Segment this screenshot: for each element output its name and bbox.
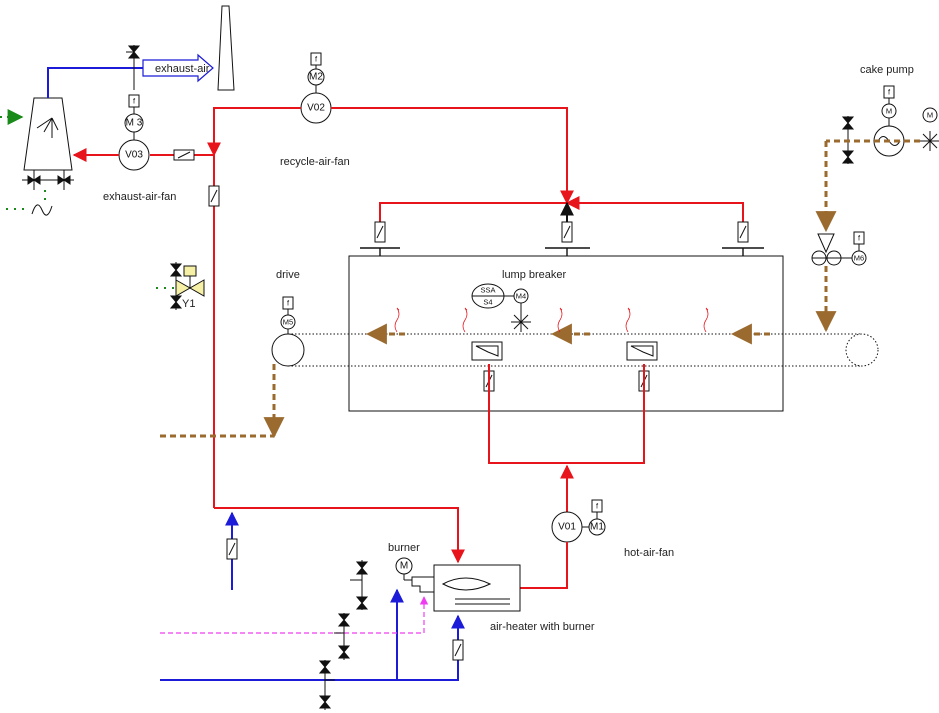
air-heater[interactable] [433,564,521,612]
air-heater-label: air-heater with burner [490,621,595,633]
solenoid-valve-y1[interactable]: Y1 [175,265,205,310]
s4-tag: S4 [483,298,492,307]
hot-air-fan-motor-tag: M1 [590,522,604,533]
speed-sensor-s4: SSA S4 [471,283,505,309]
agitator-motor [922,107,938,123]
recycle-fan-tag: V02 [307,103,325,114]
y1-tag: Y1 [182,298,195,310]
burner-isolation-valves [318,560,369,710]
drive-motor-tag: M5 [283,318,293,327]
svg-text:f: f [315,55,318,64]
svg-text:f: f [858,234,861,243]
recycle-air-fan-label: recycle-air-fan [280,156,350,168]
top-dampers [374,221,749,243]
exhaust-air-pipe [47,67,146,98]
vibrator-sine-icon [31,204,53,216]
hot-air-fan[interactable]: V01 [551,511,583,543]
cake-pump-motor-tag: M [886,107,892,116]
hot-air-fan-label: hot-air-fan [624,547,674,559]
bottom-air-nozzles [471,341,658,361]
burner-motor-tag: M [400,561,408,572]
exhaust-air-arrow: exhaust-air [142,53,214,83]
exhaust-air-fan[interactable]: V03 [118,139,150,171]
recycle-down-damper [208,185,220,207]
burner[interactable] [411,576,435,593]
exhaust-damper-valve [126,45,141,90]
agitator-icon [920,131,939,151]
svg-text:M: M [927,111,933,120]
cake-pump-label: cake pump [860,64,914,76]
exhaust-fan-tag: V03 [125,150,143,161]
y1-isolation-valves [169,262,183,310]
lump-breaker-rotor-icon[interactable] [511,312,531,332]
cake-feeder[interactable] [811,233,842,266]
gas-line [160,596,429,634]
lump-breaker-motor-tag: M4 [516,292,526,301]
top-header-right [565,196,744,242]
burner-label: burner [388,542,420,554]
exhaust-fan-motor-tag: M 3 [126,118,143,129]
ssa-tag: SSA [480,286,495,295]
fresh-air-damper [226,538,238,560]
conveyor-belt[interactable] [271,333,879,367]
cyclone-separator [22,97,74,190]
heater-to-fan-pipe [520,542,568,589]
combustion-air-damper [452,639,464,661]
svg-text:f: f [287,299,290,308]
recycle-fan-motor-tag: M2 [309,72,323,83]
exhaust-stack [217,5,235,91]
hot-air-supply-left [488,364,567,464]
exhaust-air-fan-label: exhaust-air-fan [103,191,176,203]
hot-air-supply-right [567,364,645,464]
feeder-motor-tag: M6 [854,254,864,263]
recycle-to-heater-pipe [214,507,465,564]
drive-label: drive [276,269,300,281]
recycle-air-fan[interactable]: V02 [300,92,332,124]
exhaust-damper [173,149,195,161]
recycle-supply-pipe [331,107,574,205]
recycle-return-pipe [207,107,301,157]
heat-indicators [394,307,709,333]
exhaust-air-label: exhaust-air [155,63,210,75]
svg-text:f: f [133,97,136,106]
bottom-dampers [483,370,650,392]
hot-air-fan-tag: V01 [558,522,576,533]
svg-text:f: f [596,502,599,511]
lump-breaker-label: lump breaker [502,269,567,281]
combustion-air-main [160,614,465,681]
dryer-nozzles [360,247,764,256]
svg-text:f: f [888,88,891,97]
top-header-left [379,202,567,242]
